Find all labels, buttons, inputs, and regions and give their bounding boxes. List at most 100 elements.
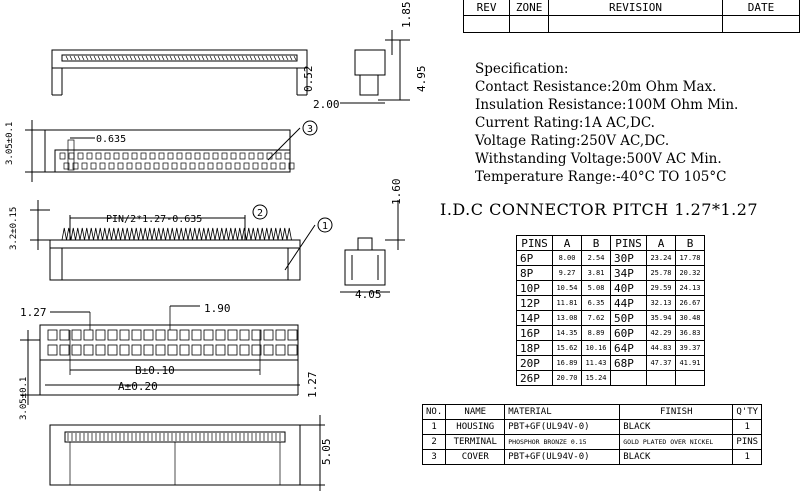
callout-1-circle [317,217,333,233]
dim-a: A±0.20 [118,380,158,393]
dim-a-cell: 32.13 [646,295,676,311]
dim-a-cell: 29.59 [646,280,676,296]
product-title: I.D.C CONNECTOR PITCH 1.27*1.27 [440,200,759,219]
spec-line: Withstanding Voltage:500V AC Min. [475,151,722,167]
bom-material: PHOSPHOR BRONZE 0.15 [504,434,621,450]
rev-header: REV [462,0,511,16]
dim-a-cell: 14.35 [552,325,582,341]
dim-b-cell: 8.89 [581,325,611,341]
callout-2-label: 2 [257,208,263,219]
pin-count-cell: 34P [610,265,647,281]
dim-b-cell: 26.67 [675,295,705,311]
spec-line: Temperature Range:-40°C TO 105°C [475,169,727,185]
dim-b-cell: 41.91 [675,355,705,371]
terminal-row-view [25,120,301,182]
dim-b-cell: 7.62 [581,310,611,326]
dim-a-cell: 35.94 [646,310,676,326]
spec-title: Specification: [475,61,569,77]
dim-a-cell: 8.00 [552,250,582,266]
pin-count-cell: 6P [516,250,553,266]
bom-no: 2 [421,434,447,450]
callout-3-label: 3 [307,124,313,135]
a-header: A [552,235,582,251]
pin-count-cell: 44P [610,295,647,311]
pin-count-cell: 8P [516,265,553,281]
dim-0-52: 0.52 [302,66,315,93]
side-profile-top [340,30,410,104]
dim-1-27-left: 1.27 [20,306,47,319]
bottom-view [49,415,325,491]
callout-3-circle [302,120,318,136]
spec-line: Current Rating:1A AC,DC. [475,115,655,131]
dim-b-cell: 15.24 [581,370,611,386]
dim-0-635: 0.635 [96,134,126,145]
pin-count-cell: 60P [610,325,647,341]
dim-b: B±0.10 [135,364,175,377]
revision-header: REVISION [548,0,723,16]
bom-row: 3 COVER PBT+GF(UL94V-0) BLACK 1 [421,449,763,465]
dim-1-60: 1.60 [390,179,403,206]
finish-header: FINISH [619,404,734,420]
callout-2-circle [252,204,268,220]
dim-b-cell: 24.13 [675,280,705,296]
dim-4-05: 4.05 [355,288,382,301]
dim-3-2: 3.2±0.15 [9,207,19,250]
front-grid-view [20,305,300,405]
spec-line: Voltage Rating:250V AC,DC. [475,133,670,149]
b-header: B [581,235,611,251]
pin-formula: PIN/2*1.27-0.635 [106,214,202,225]
dim-a-cell [646,370,676,386]
dim-b-cell: 6.35 [581,295,611,311]
a-header: A [646,235,676,251]
dim-b-cell [675,370,705,386]
dim-b-cell: 5.08 [581,280,611,296]
bom-row: 1 HOUSING PBT+GF(UL94V-0) BLACK 1 [421,419,763,435]
dim-b-cell: 2.54 [581,250,611,266]
bom-material: PBT+GF(UL94V-0) [504,419,621,435]
dim-a-cell: 20.70 [552,370,582,386]
pin-count-cell: 10P [516,280,553,296]
dim-2-00: 2.00 [313,98,340,111]
callout-1-label: 1 [322,221,328,232]
bom-name: COVER [445,449,506,465]
dim-3-05-bottom: 3.05±0.1 [19,377,29,420]
pin-count-cell: 30P [610,250,647,266]
dim-b-cell: 39.37 [675,340,705,356]
dim-b-cell: 10.16 [581,340,611,356]
dim-a-cell: 16.89 [552,355,582,371]
dim-a-cell: 11.81 [552,295,582,311]
dim-3-05-top: 3.05±0.1 [5,122,15,165]
dim-a-cell: 44.83 [646,340,676,356]
pin-count-cell: 50P [610,310,647,326]
body-side-view [30,200,316,281]
bom-table: NO. NAME MATERIAL FINISH Q'TY 1 HOUSING … [421,404,763,465]
pin-count-cell: 20P [516,355,553,371]
dim-a-cell: 23.24 [646,250,676,266]
pin-count-cell [610,370,647,386]
zone-header: ZONE [509,0,550,16]
pin-count-cell: 18P [516,340,553,356]
pin-count-cell: 64P [610,340,647,356]
spec-line: Contact Resistance:20m Ohm Max. [475,79,717,95]
qty-header: Q'TY [732,404,763,420]
bom-qty: PINS [732,434,763,450]
dim-b-cell: 30.48 [675,310,705,326]
no-header: NO. [421,404,447,420]
b-header: B [675,235,705,251]
dim-1-90: 1.90 [204,302,231,315]
pin-count-cell: 40P [610,280,647,296]
bom-material: PBT+GF(UL94V-0) [504,449,621,465]
pin-count-cell: 68P [610,355,647,371]
dim-a-cell: 47.37 [646,355,676,371]
name-header: NAME [445,404,506,420]
dim-a-cell: 42.29 [646,325,676,341]
bom-finish: GOLD PLATED OVER NICKEL [619,434,734,450]
cover-top-view [51,49,308,96]
